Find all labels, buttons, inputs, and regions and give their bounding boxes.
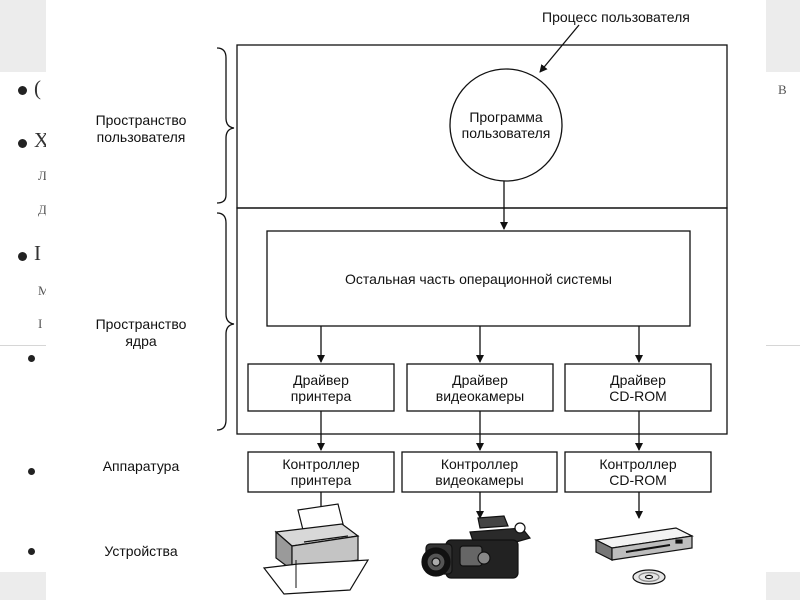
kernel-space-line: ядра: [125, 333, 157, 349]
user-program-circle: [449, 68, 563, 182]
controller-line: CD-ROM: [609, 472, 667, 488]
user-space-line: Пространство: [95, 112, 187, 128]
slide-ghost-text: I: [38, 316, 43, 331]
video-camera-icon: [421, 515, 532, 579]
hardware-label: Аппаратура: [102, 458, 180, 474]
driver-line: видеокамеры: [435, 387, 525, 404]
driver-cdrom-box: [564, 363, 712, 412]
user-space-label: Пространство пользователя: [66, 112, 216, 146]
controller-line: Контроллер: [440, 456, 519, 472]
kernel-space-box: [236, 207, 728, 435]
controller-line: видеокамеры: [435, 472, 524, 488]
kernel-space-brace: [216, 212, 235, 431]
slide-bullet: [28, 468, 35, 475]
slide-ghost-text: В: [778, 82, 787, 97]
compact-disc-icon: [632, 569, 666, 585]
slide-bullet: [18, 252, 27, 261]
cd-rom-drive-icon: [594, 527, 694, 561]
slide-bullet: [28, 548, 35, 555]
slide-ghost-text: М: [38, 283, 50, 298]
slide-ghost-text: (: [34, 76, 41, 100]
kernel-space-label: Пространство ядра: [66, 316, 216, 350]
slide-bullet: [18, 86, 27, 95]
controller-line: Контроллер: [282, 456, 360, 472]
driver-line: принтера: [290, 387, 352, 404]
controller-cdrom-box: [564, 451, 712, 493]
driver-line: CD-ROM: [609, 387, 667, 404]
diagram-lines: [216, 24, 728, 595]
printer-icon: [262, 503, 370, 595]
controller-line: Контроллер: [599, 456, 677, 472]
controller-line: принтера: [290, 472, 352, 488]
slide-ghost-text: Х: [34, 128, 50, 152]
user-program-line: пользователя: [461, 125, 551, 141]
os-rest-box: [266, 230, 691, 327]
driver-line: Драйвер: [610, 371, 666, 388]
user-program-label: Программа пользователя: [450, 100, 562, 150]
slide-ghost-text: Д: [38, 202, 47, 217]
slide-bullet: [28, 355, 35, 362]
devices-label: Устройства: [104, 543, 178, 559]
slide-ghost-text: Л: [38, 168, 47, 183]
slide-bullet: [18, 139, 27, 148]
os-rest-label: Остальная часть операционной системы: [345, 270, 612, 287]
kernel-space-line: Пространство: [95, 316, 187, 332]
driver-line: Драйвер: [452, 371, 508, 388]
driver-line: Драйвер: [293, 371, 349, 388]
slide-ghost-text: I: [34, 241, 41, 265]
user-space-brace: [216, 47, 235, 204]
user-process-label: Процесс пользователя: [542, 9, 690, 25]
user-program-line: Программа: [469, 109, 543, 125]
io-architecture-diagram: Процесс пользователя Программа пользоват…: [46, 0, 766, 600]
process-label-arrow: [539, 24, 580, 73]
user-space-line: пользователя: [96, 129, 186, 145]
